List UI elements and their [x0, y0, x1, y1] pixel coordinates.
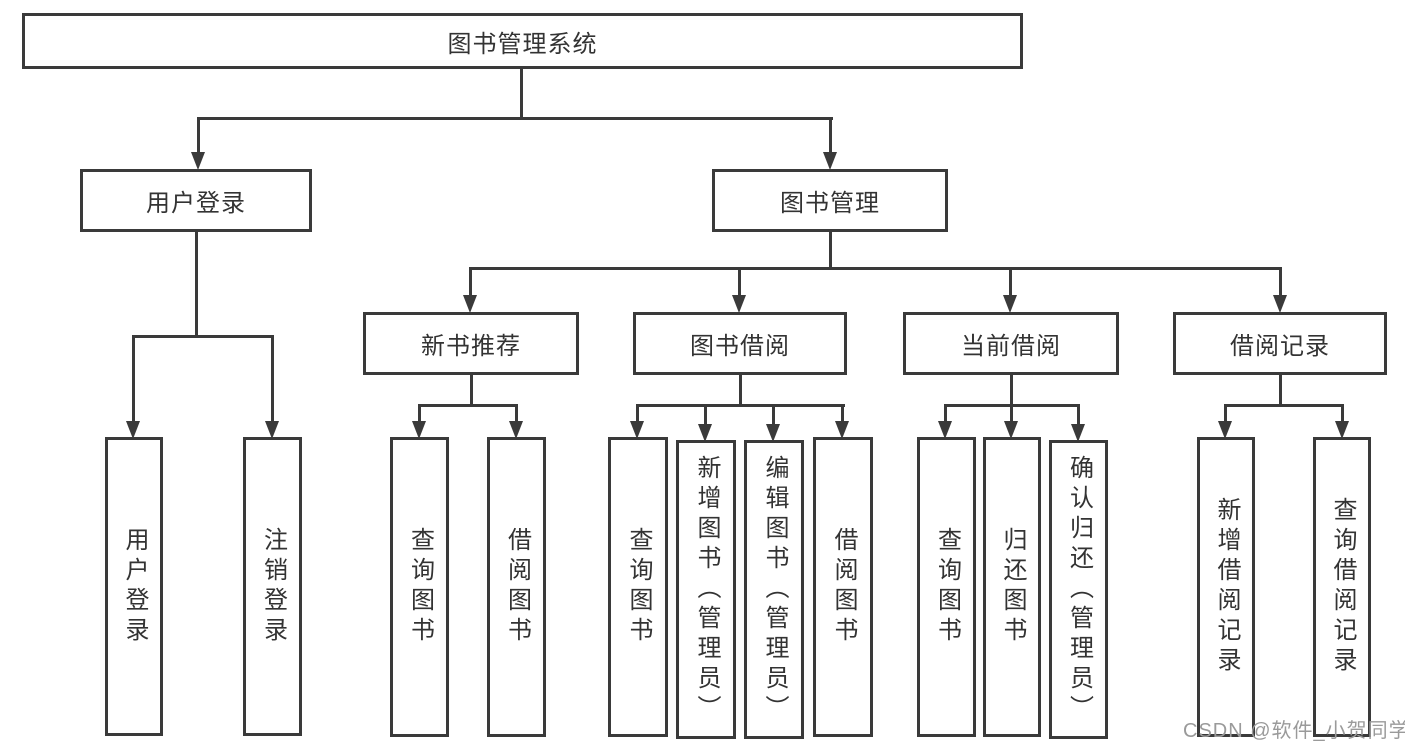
connector-arrow-l3d-shaft: [1279, 267, 1282, 297]
connector-br-stub: [1279, 375, 1282, 407]
node-current-borrowing-label: 当前借阅: [961, 333, 1061, 360]
connector-arrow-userlogin-shaft: [197, 117, 200, 155]
arrowhead-cb1: [1004, 421, 1018, 439]
node-new-book-recommend-label: 新书推荐: [421, 333, 521, 360]
arrowhead-cb2: [1071, 424, 1085, 442]
node-borrowing-records: 借阅记录: [1173, 312, 1387, 375]
arrowhead-l3a: [463, 295, 477, 313]
arrowhead-bb3: [835, 421, 849, 439]
leaf-nb-query-book-label: 查询图书: [406, 527, 434, 647]
leaf-br-add-record: 新增借阅记录: [1197, 437, 1255, 737]
leaf-bb-borrow-book-label: 借阅图书: [830, 527, 857, 647]
arrowhead-l3b: [732, 295, 746, 313]
leaf-bb-add-book-admin: 新增图书（管理员）: [676, 440, 736, 739]
connector-l2-horizontal: [197, 117, 833, 120]
leaf-nb-query-book: 查询图书: [390, 437, 449, 737]
connector-arrow-bb0-shaft: [636, 404, 639, 424]
connector-nb-horizontal: [418, 404, 518, 407]
leaf-cb-query-book: 查询图书: [917, 437, 976, 737]
connector-arrow-br1-shaft: [1341, 404, 1344, 424]
leaf-cb-return-book: 归还图书: [983, 437, 1041, 737]
connector-userlogin-stub: [195, 232, 198, 338]
leaf-user-login-label: 用户登录: [121, 526, 148, 647]
arrowhead-l3c: [1003, 295, 1017, 313]
leaf-nb-borrow-book: 借阅图书: [487, 437, 546, 737]
leaf-logout: 注销登录: [243, 437, 302, 736]
connector-bb-horizontal: [636, 404, 845, 407]
arrowhead-bb1: [698, 424, 712, 442]
connector-arrow-cb0-shaft: [944, 404, 947, 424]
leaf-bb-query-book-label: 查询图书: [625, 527, 652, 647]
leaf-cb-return-book-label: 归还图书: [999, 527, 1026, 647]
leaf-user-login: 用户登录: [105, 437, 163, 736]
leaf-cb-confirm-return-admin: 确认归还（管理员）: [1049, 440, 1108, 739]
node-root-label: 图书管理系统: [447, 30, 598, 58]
leaf-bb-borrow-book: 借阅图书: [813, 437, 873, 737]
connector-l3-horizontal: [469, 267, 1282, 270]
arrowhead-nb1: [509, 421, 523, 439]
connector-arrow-nb0-shaft: [418, 404, 421, 424]
connector-arrow-ul0-shaft: [132, 335, 135, 423]
arrowhead-l3d: [1273, 295, 1287, 313]
node-user-login-label: 用户登录: [146, 190, 246, 217]
arrowhead-ul1: [265, 421, 279, 439]
leaf-br-query-record-label: 查询借阅记录: [1329, 497, 1356, 677]
connector-arrow-bb3-shaft: [841, 404, 844, 424]
connector-arrow-cb2-shaft: [1077, 404, 1080, 426]
leaf-logout-label: 注销登录: [259, 526, 287, 647]
connector-arrow-bookmgmt-shaft: [829, 117, 832, 155]
connector-arrow-l3c-shaft: [1009, 267, 1012, 297]
node-book-borrowing-label: 图书借阅: [690, 333, 790, 360]
leaf-bb-add-book-admin-label: 新增图书（管理员）: [693, 454, 720, 725]
arrowhead-ul0: [126, 421, 140, 439]
leaf-cb-confirm-return-admin-label: 确认归还（管理员）: [1065, 454, 1093, 725]
connector-arrow-bb1-shaft: [704, 404, 707, 426]
arrowhead-nb0: [412, 421, 426, 439]
connector-nb-stub: [470, 375, 473, 407]
node-user-login: 用户登录: [80, 169, 312, 232]
connector-arrow-cb1-shaft: [1010, 404, 1013, 424]
connector-userlogin-horizontal: [132, 335, 274, 338]
leaf-cb-query-book-label: 查询图书: [933, 527, 961, 647]
arrowhead-br1: [1335, 421, 1349, 439]
connector-arrow-nb1-shaft: [515, 404, 518, 424]
node-book-management-label: 图书管理: [780, 190, 880, 217]
connector-br-horizontal: [1224, 404, 1344, 407]
csdn-watermark: CSDN @软件_小贺同学: [1183, 720, 1405, 742]
leaf-bb-query-book: 查询图书: [608, 437, 668, 737]
connector-arrow-l3b-shaft: [738, 267, 741, 297]
connector-cb-stub: [1010, 375, 1013, 407]
connector-root-stub: [520, 69, 523, 120]
connector-arrow-ul1-shaft: [271, 335, 274, 423]
node-current-borrowing: 当前借阅: [903, 312, 1119, 375]
leaf-bb-edit-book-admin-label: 编辑图书（管理员）: [761, 454, 788, 725]
leaf-bb-edit-book-admin: 编辑图书（管理员）: [744, 440, 804, 739]
leaf-nb-borrow-book-label: 借阅图书: [503, 527, 531, 647]
connector-arrow-bb2-shaft: [772, 404, 775, 426]
leaf-br-query-record: 查询借阅记录: [1313, 437, 1371, 737]
node-book-borrowing: 图书借阅: [633, 312, 847, 375]
arrowhead-cb0: [938, 421, 952, 439]
arrowhead-bookmgmt: [823, 152, 837, 170]
arrowhead-userlogin: [191, 152, 205, 170]
connector-bb-stub: [739, 375, 742, 407]
connector-arrow-br0-shaft: [1224, 404, 1227, 424]
arrowhead-br0: [1218, 421, 1232, 439]
node-borrowing-records-label: 借阅记录: [1230, 333, 1330, 360]
node-book-management: 图书管理: [712, 169, 948, 232]
node-new-book-recommend: 新书推荐: [363, 312, 579, 375]
connector-bookmgmt-stub: [829, 232, 832, 270]
leaf-br-add-record-label: 新增借阅记录: [1213, 497, 1240, 677]
connector-arrow-l3a-shaft: [469, 267, 472, 297]
arrowhead-bb0: [630, 421, 644, 439]
node-root: 图书管理系统: [22, 13, 1023, 69]
arrowhead-bb2: [766, 424, 780, 442]
